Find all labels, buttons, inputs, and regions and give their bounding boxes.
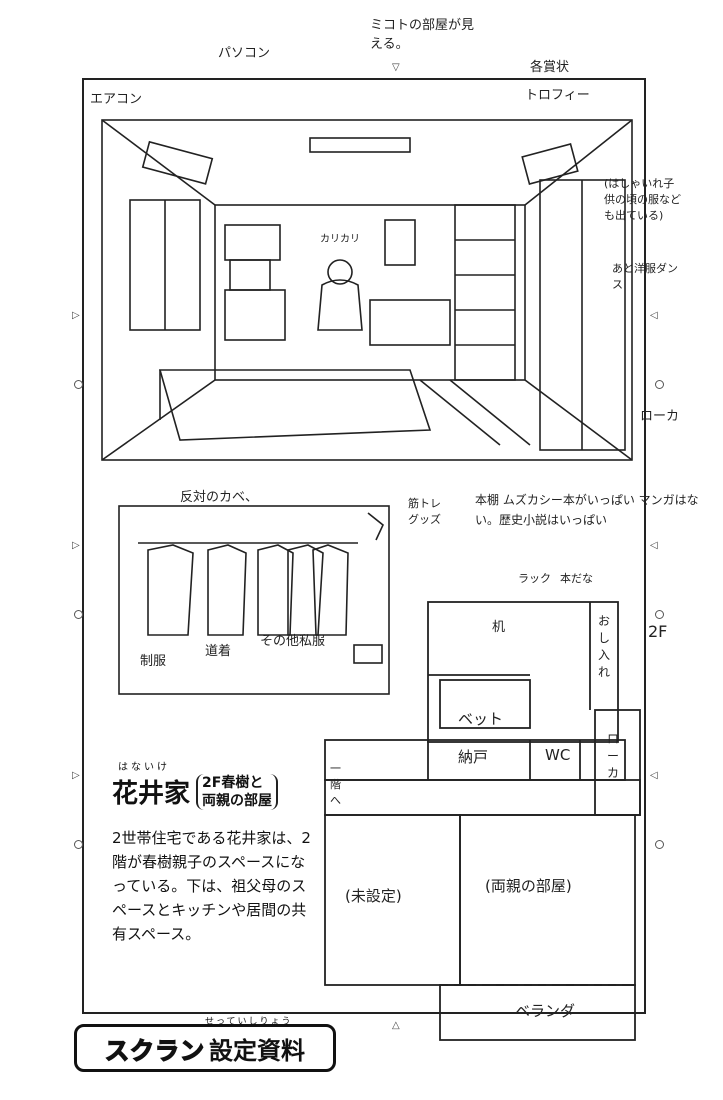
note-aircon: エアコン: [90, 92, 143, 107]
floor-plan: [324, 601, 641, 1041]
plan-wc: WC: [545, 746, 571, 764]
title-sub: 2F春樹と 両親の部屋: [196, 773, 279, 810]
note-casual: その他私服: [260, 634, 326, 649]
crop-mark: ▷: [72, 770, 80, 781]
crop-circle: [74, 610, 83, 619]
note-awards: 各賞状: [530, 60, 570, 75]
plan-nando: 納戸: [458, 748, 489, 766]
page-frame: [82, 78, 646, 1014]
title-ruby: はないけ: [118, 762, 170, 773]
crop-mark: ▷: [72, 310, 80, 321]
note-side2: あと洋服ダンス: [612, 262, 678, 291]
plan-oshiire: おし入れ: [598, 614, 611, 679]
title-block: はないけ 花井家 2F春樹と 両親の部屋: [112, 758, 279, 810]
note-katsu: カリカリ: [320, 234, 360, 245]
crop-circle: [74, 380, 83, 389]
plan-hondana: 本だな: [560, 572, 593, 585]
plan-parents: (両親の部屋): [485, 877, 572, 895]
note-rouka: ローカ: [640, 409, 680, 424]
page-title: 花井家: [112, 779, 191, 809]
note-uniform: 制服: [140, 654, 167, 669]
plan-bed: ベット: [458, 710, 504, 728]
note-trophy: トロフィー: [525, 88, 590, 103]
crop-circle: [74, 840, 83, 849]
badge-series: スクラン: [104, 1036, 205, 1066]
crop-circle: [655, 840, 664, 849]
room-sketch: [101, 119, 633, 461]
crop-mark: ◁: [650, 540, 658, 551]
settings-badge: スクラン 設定資料: [74, 1024, 336, 1072]
plan-unset: (未設定): [345, 887, 402, 905]
plan-floor: 2F: [648, 622, 668, 641]
plan-veranda: ベランダ: [515, 1002, 576, 1020]
note-opposite-wall: 反対のカベ、: [180, 490, 259, 505]
note-bookshelf: 本棚 ムズカシー本がいっぱい マンガはない。歴史小説はいっぱい: [475, 493, 699, 527]
caption-text: 2世帯住宅である花井家は、2階が春樹親子のスペースになっている。下は、祖父母のス…: [112, 829, 311, 943]
note-kinutore: 筋トレグッズ: [408, 497, 441, 526]
crop-circle: [655, 380, 664, 389]
badge-label: 設定資料: [209, 1036, 305, 1065]
note-mikoto-room: ミコトの部屋が見える。: [370, 18, 475, 52]
title-sub-line2: 両親の部屋: [202, 792, 273, 809]
closet-sketch: [118, 505, 390, 695]
note-pc: パソコン: [218, 46, 271, 61]
plan-rouka: ローカ: [607, 732, 620, 780]
note-side: (はしゃいれ子供の頃の服なども出ている): [604, 177, 681, 222]
crop-mark: ◁: [650, 770, 658, 781]
title-sub-line1: 2F春樹と: [202, 774, 264, 791]
crop-circle: [655, 610, 664, 619]
plan-raku: ラック: [518, 572, 551, 585]
note-dougi: 道着: [205, 644, 232, 659]
crop-mark: △: [392, 1020, 400, 1031]
crop-mark: ◁: [650, 310, 658, 321]
crop-mark: ▷: [72, 540, 80, 551]
badge-ruby: せっていしりょう: [205, 1017, 293, 1027]
crop-mark: ▽: [392, 62, 400, 73]
plan-desk: 机: [492, 620, 506, 635]
plan-kaidan: 一階へ: [330, 762, 341, 807]
